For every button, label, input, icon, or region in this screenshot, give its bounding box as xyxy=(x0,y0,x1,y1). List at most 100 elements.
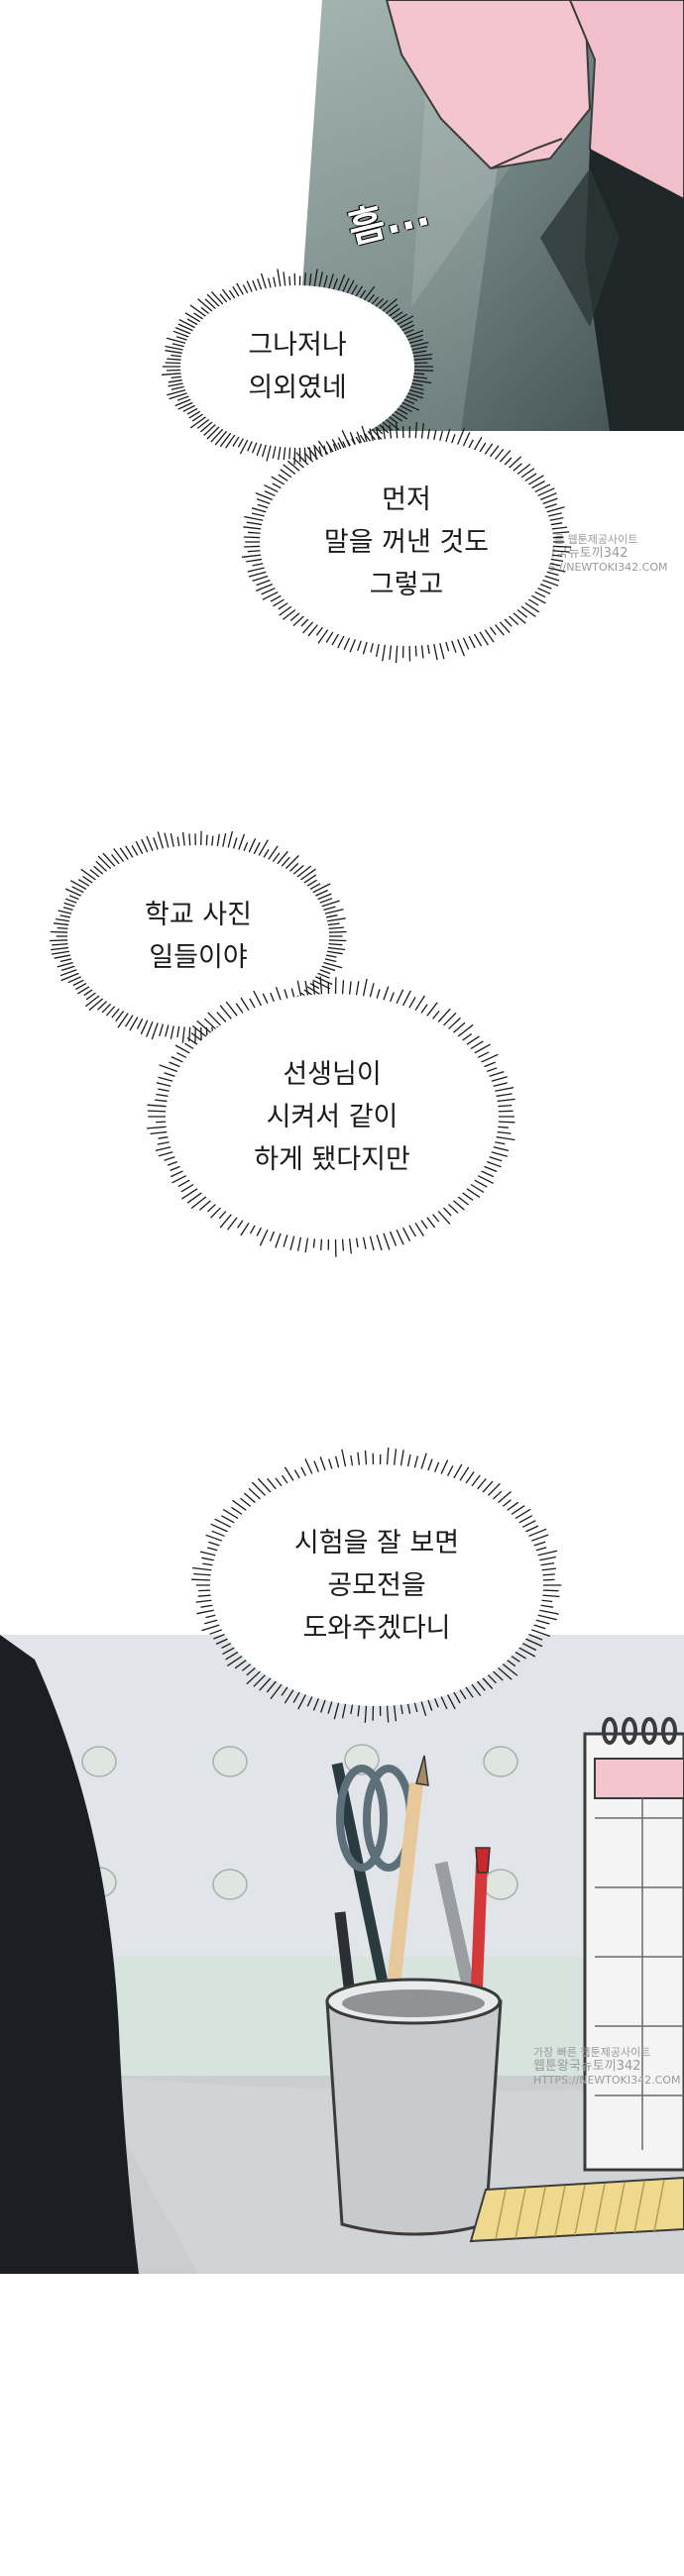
bubble-spike xyxy=(272,444,277,459)
bubble-spike xyxy=(243,536,263,539)
bubble-spike xyxy=(494,1135,515,1141)
bubble-spike xyxy=(232,286,241,299)
bubble-spike xyxy=(177,401,195,410)
bubble-body xyxy=(180,285,414,448)
bubble-spike xyxy=(430,1010,440,1021)
bubble-spike xyxy=(244,515,266,522)
bubble-spike xyxy=(529,480,545,490)
bubble-spike xyxy=(519,604,536,618)
bubble-spike xyxy=(59,914,72,918)
bubble-spike xyxy=(292,1689,301,1703)
bubble-spike xyxy=(409,346,428,352)
bubble-spike xyxy=(247,566,267,573)
bubble-spike xyxy=(542,575,560,582)
bubble-spike xyxy=(310,883,331,895)
bubble-spike xyxy=(364,1703,368,1723)
bubble-spike xyxy=(441,1012,457,1027)
bubble-spike xyxy=(207,1547,220,1552)
bubble-spike xyxy=(207,1012,223,1027)
bubble-spike xyxy=(313,1460,320,1474)
bubble-spike xyxy=(550,531,570,535)
bubble-spike xyxy=(246,558,265,563)
bubble-spike xyxy=(531,1623,546,1630)
bubble-spike xyxy=(458,1466,470,1483)
bubble-spike xyxy=(162,373,183,376)
bubble-spike xyxy=(464,1035,480,1046)
bubble-spike xyxy=(159,1064,179,1073)
bubble-spike xyxy=(446,1202,459,1214)
bubble-spike xyxy=(407,1223,416,1237)
bubble-spike xyxy=(219,431,233,448)
bubble-spike xyxy=(393,409,408,420)
bubble-spike xyxy=(540,579,559,587)
bubble-spike xyxy=(155,1099,170,1103)
bubble-spike xyxy=(419,1004,428,1016)
bubble-spike xyxy=(232,434,241,447)
bubble-spike xyxy=(325,922,340,926)
bubble-spike xyxy=(256,497,273,505)
bubble-spike xyxy=(246,521,265,526)
bubble-spike xyxy=(321,961,343,969)
bubble-spike xyxy=(110,854,121,866)
bubble-spike xyxy=(198,1589,213,1592)
bubble-spike xyxy=(227,1215,239,1231)
bubble-spike xyxy=(357,1703,361,1717)
bubble-spike xyxy=(468,1040,484,1051)
bubble-spike xyxy=(257,1477,273,1494)
bubble-spike xyxy=(82,875,95,885)
bubble-spike xyxy=(177,1178,192,1187)
bubble-spike xyxy=(203,422,218,436)
bubble-spike xyxy=(297,1692,307,1710)
bubble-spike xyxy=(117,1011,130,1028)
bubble-spike xyxy=(529,1628,551,1638)
bubble-spike xyxy=(550,545,572,548)
bubble-spike xyxy=(350,284,358,297)
bubble-spike xyxy=(313,975,333,986)
bubble-spike xyxy=(190,1032,204,1042)
bubble-spike xyxy=(222,1508,241,1521)
bubble-spike xyxy=(195,1599,214,1603)
bubble-spike xyxy=(462,635,470,650)
bubble-spike xyxy=(486,1672,497,1684)
bubble-spike xyxy=(513,1650,526,1660)
bubble-spike xyxy=(247,439,254,452)
bubble-spike xyxy=(291,865,304,876)
bubble-spike xyxy=(93,865,105,876)
bubble-spike xyxy=(67,975,83,984)
bubble-spike xyxy=(485,1067,498,1073)
bubble-spike xyxy=(496,1665,513,1680)
bubble-spike xyxy=(481,1480,494,1494)
bubble-spike xyxy=(540,1578,555,1581)
bubble-spike xyxy=(304,980,309,998)
bubble-spike xyxy=(331,438,340,453)
bubble-spike xyxy=(201,1556,216,1561)
bubble-spike xyxy=(278,474,290,483)
bubble-spike xyxy=(135,840,145,856)
bubble-spike xyxy=(312,1696,320,1711)
bubble-spike xyxy=(485,1160,502,1168)
bubble-spike xyxy=(237,833,246,852)
bubble-spike xyxy=(84,994,102,1008)
watermark: 가장 빠른 웹툰제공사이트 웹툰왕국뉴토끼342 HTTPS://NEWTOKI… xyxy=(533,2046,681,2087)
bubble-spike xyxy=(496,1104,513,1108)
bubble-spike xyxy=(496,1121,515,1124)
bubble-spike xyxy=(399,324,415,332)
bubble-spike xyxy=(307,883,321,891)
speech-bubble-3: 학교 사진 일들이야 xyxy=(50,830,347,1044)
bubble-spike xyxy=(369,983,375,1000)
bubble-spike xyxy=(341,429,351,449)
bubble-spike xyxy=(199,420,214,433)
bubble-spike xyxy=(282,607,297,620)
bubble-spike xyxy=(115,1009,126,1022)
bubble-spike xyxy=(243,526,264,530)
bubble-spike xyxy=(395,406,408,415)
bubble-spike xyxy=(426,428,430,442)
bubble-spike xyxy=(432,642,438,661)
bubble-spike xyxy=(69,880,89,891)
bubble-spike xyxy=(275,986,283,1003)
bubble-spike xyxy=(295,452,310,467)
bubble-spike xyxy=(267,1477,279,1491)
bubble-spike xyxy=(247,549,263,553)
bubble-spike xyxy=(221,832,227,849)
bubble-spike xyxy=(395,989,404,1006)
